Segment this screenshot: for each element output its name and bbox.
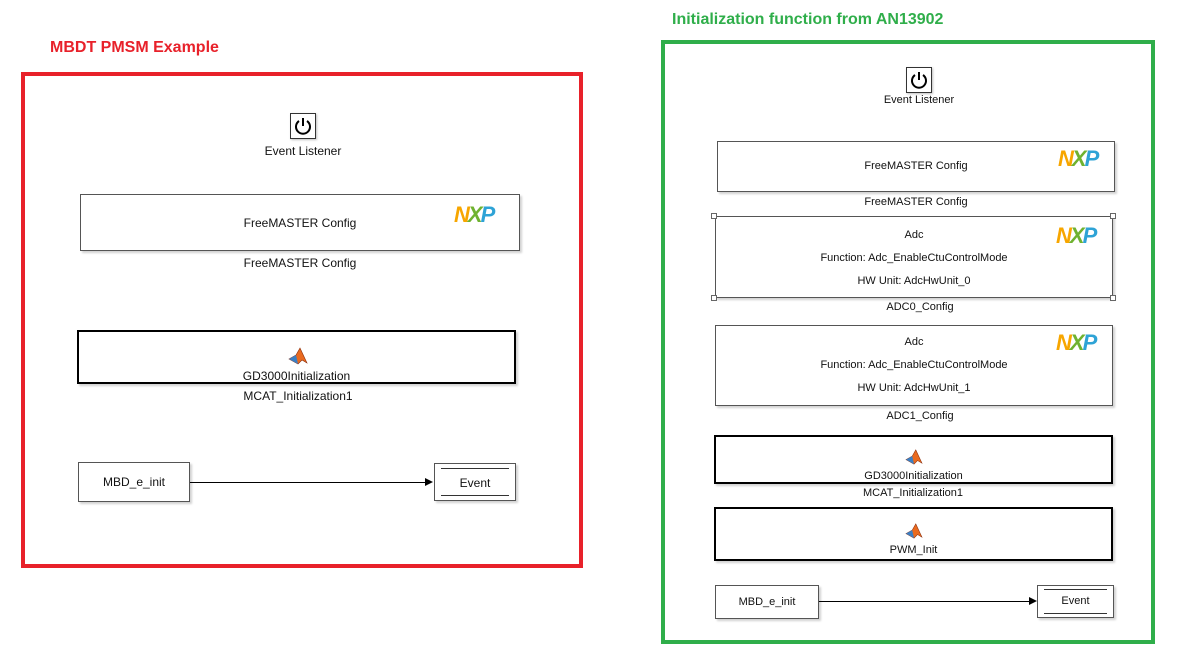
- matlab-icon: [905, 523, 923, 539]
- freemaster-config-block[interactable]: FreeMASTER Config NXP: [717, 141, 1115, 192]
- nxp-logo-icon: NXP: [454, 202, 495, 227]
- event-label: Event: [459, 476, 491, 490]
- adc1-caption: ADC1_Config: [886, 410, 954, 422]
- event-listener-label: Event Listener: [883, 94, 955, 106]
- event-block[interactable]: Event: [434, 463, 516, 501]
- signal-line[interactable]: [190, 482, 426, 483]
- mcat-block-text: GD3000Initialization: [864, 470, 963, 482]
- adc1-line1: Adc: [904, 336, 924, 348]
- freemaster-caption: FreeMASTER Config: [864, 196, 968, 208]
- mcat-caption: MCAT_Initialization1: [243, 389, 353, 403]
- matlab-icon: [288, 347, 308, 365]
- matlab-icon: [905, 449, 923, 465]
- adc0-line1: Adc: [904, 229, 924, 241]
- right-panel-frame: [661, 40, 1155, 644]
- event-bottom-line: [1044, 613, 1107, 614]
- mbd-e-init-label: MBD_e_init: [102, 475, 166, 489]
- mbd-e-init-source-block[interactable]: MBD_e_init: [78, 462, 190, 502]
- selection-handle[interactable]: [1110, 213, 1116, 219]
- left-panel-title: MBDT PMSM Example: [50, 39, 219, 56]
- mcat-block-text: GD3000Initialization: [242, 369, 351, 383]
- mbd-e-init-label: MBD_e_init: [738, 596, 796, 608]
- mcat-caption: MCAT_Initialization1: [862, 487, 964, 499]
- left-panel-frame: [21, 72, 583, 568]
- adc1-line3: HW Unit: AdcHwUnit_1: [857, 382, 971, 394]
- freemaster-caption: FreeMASTER Config: [243, 256, 357, 270]
- event-block[interactable]: Event: [1037, 585, 1114, 618]
- selection-handle[interactable]: [711, 213, 717, 219]
- signal-line[interactable]: [819, 601, 1030, 602]
- adc1-line2: Function: Adc_EnableCtuControlMode: [820, 359, 1008, 371]
- nxp-logo-icon: NXP: [1056, 330, 1097, 355]
- event-label: Event: [1061, 595, 1090, 607]
- event-top-line: [441, 468, 509, 469]
- power-icon[interactable]: [906, 67, 932, 93]
- event-top-line: [1044, 589, 1107, 590]
- power-icon[interactable]: [290, 113, 316, 139]
- signal-arrow-head: [1029, 597, 1037, 605]
- right-panel-title: Initialization function from AN13902: [672, 11, 944, 28]
- pwm-block-text: PWM_Init: [889, 544, 938, 556]
- nxp-logo-icon: NXP: [1058, 146, 1099, 171]
- adc0-line2: Function: Adc_EnableCtuControlMode: [820, 252, 1008, 264]
- adc0-caption: ADC0_Config: [886, 301, 954, 313]
- adc1-config-block[interactable]: Adc Function: Adc_EnableCtuControlMode H…: [715, 325, 1113, 406]
- nxp-logo-icon: NXP: [1056, 223, 1097, 248]
- freemaster-block-text: FreeMASTER Config: [864, 160, 968, 172]
- pwm-init-block[interactable]: PWM_Init: [714, 507, 1113, 561]
- freemaster-block-text: FreeMASTER Config: [243, 216, 357, 230]
- adc0-config-block[interactable]: Adc Function: Adc_EnableCtuControlMode H…: [715, 216, 1113, 298]
- mcat-initialization-block[interactable]: GD3000Initialization: [714, 435, 1113, 484]
- mcat-initialization-block[interactable]: GD3000Initialization: [77, 330, 516, 384]
- adc0-line3: HW Unit: AdcHwUnit_0: [857, 275, 971, 287]
- mbd-e-init-source-block[interactable]: MBD_e_init: [715, 585, 819, 619]
- signal-arrow-head: [425, 478, 433, 486]
- event-bottom-line: [441, 495, 509, 496]
- selection-handle[interactable]: [1110, 295, 1116, 301]
- selection-handle[interactable]: [711, 295, 717, 301]
- event-listener-label: Event Listener: [264, 144, 342, 158]
- freemaster-config-block[interactable]: FreeMASTER Config NXP: [80, 194, 520, 251]
